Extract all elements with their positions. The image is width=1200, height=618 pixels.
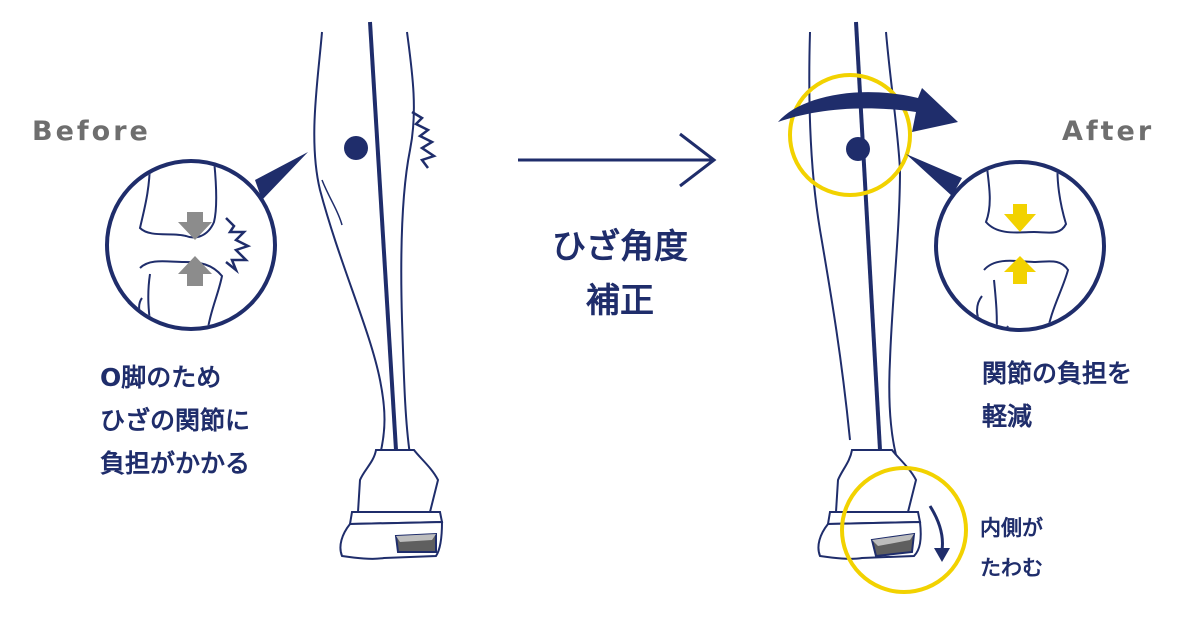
before-pressure-arrows: [178, 212, 212, 286]
before-knee-point: [344, 136, 368, 160]
after-leg-outline-left: [808, 31, 851, 441]
after-pressure-arrows: [1004, 204, 1036, 284]
after-caption-line: 関節の負担を: [982, 359, 1133, 388]
before-leg: [313, 31, 415, 456]
transition-arrow: [518, 132, 717, 188]
before-label: Before: [32, 116, 151, 147]
after-knee-zoom: [906, 154, 1106, 332]
bend-arrow: [928, 505, 950, 562]
after-label: After: [1062, 116, 1155, 147]
after-caption: 関節の負担を 軽減: [982, 352, 1132, 438]
bend-caption-line: たわむ: [980, 556, 1043, 580]
after-knee-point: [846, 137, 870, 161]
after-zoom-pointer: [906, 154, 962, 196]
before-zoom-pointer: [255, 152, 308, 200]
center-caption-line: 補正: [586, 281, 654, 321]
before-knee-zoom: [105, 152, 308, 331]
after-shoe-highlight: [840, 466, 968, 594]
before-caption-line: 負担がかかる: [100, 449, 251, 478]
rotation-arrow: [778, 88, 958, 132]
after-knee-highlight: [788, 73, 912, 197]
before-caption-line: O脚のため: [100, 363, 222, 392]
before-leg-axis: [368, 21, 398, 451]
before-leg-outline-left: [313, 31, 386, 456]
before-caption-line: ひざの関節に: [100, 406, 251, 435]
before-pain-mark: [411, 110, 437, 169]
before-shoe: [339, 449, 444, 560]
after-leg-axis: [854, 21, 882, 451]
after-caption-line: 軽減: [982, 402, 1033, 431]
after-shoe: [817, 449, 922, 560]
before-zoom-pain-icon: [225, 217, 252, 274]
bend-caption-line: 内側が: [980, 516, 1043, 540]
bend-caption: 内側が たわむ: [980, 508, 1043, 588]
center-caption-line: ひざ角度: [552, 227, 688, 267]
center-caption: ひざ角度 補正: [520, 220, 720, 328]
before-caption: O脚のため ひざの関節に 負担がかかる: [100, 356, 250, 485]
before-leg-outline-right: [400, 31, 415, 456]
